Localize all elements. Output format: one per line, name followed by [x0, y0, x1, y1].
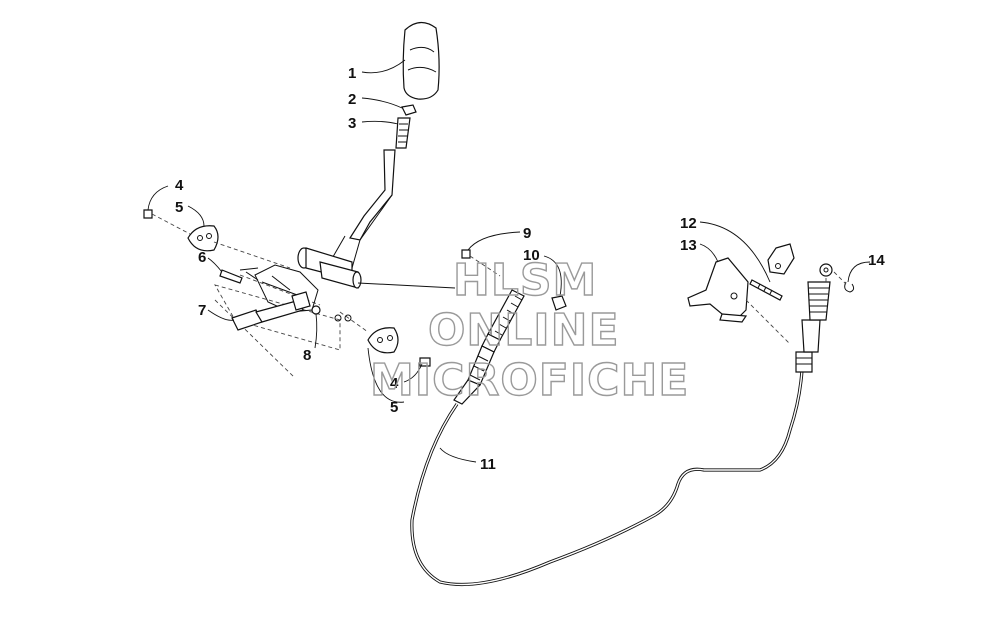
shift-cable[interactable] — [410, 263, 833, 587]
watermark: HLSM ONLINE MICROFICHE — [369, 254, 689, 406]
callout-13: 13 — [680, 237, 697, 254]
cable-screw[interactable] — [461, 249, 501, 277]
shift-lever[interactable] — [329, 117, 411, 271]
leader-lines — [147, 59, 871, 463]
callout-4-lower: 4 — [390, 375, 399, 392]
cable-bracket[interactable] — [687, 257, 791, 345]
callout-1: 1 — [348, 65, 356, 82]
callout-4-upper: 4 — [175, 177, 184, 194]
callout-8: 8 — [303, 347, 311, 364]
neutral-switch[interactable] — [231, 291, 311, 331]
retaining-clip[interactable] — [833, 271, 855, 293]
cable-end-fitting[interactable] — [767, 243, 795, 275]
callouts: 1 2 3 4 5 6 7 8 4 5 9 10 11 12 13 14 — [175, 65, 885, 473]
callout-5-lower: 5 — [390, 399, 398, 416]
callout-2: 2 — [348, 91, 356, 108]
callout-12: 12 — [680, 215, 697, 232]
washer-upper[interactable] — [187, 225, 291, 269]
callout-3: 3 — [348, 115, 356, 132]
jam-nut[interactable] — [401, 104, 417, 116]
bracket-bolt[interactable] — [749, 279, 783, 301]
screw-lower[interactable] — [419, 357, 431, 367]
callout-10: 10 — [523, 247, 540, 264]
callout-5-upper: 5 — [175, 199, 183, 216]
hardware-small — [334, 314, 352, 322]
callout-6: 6 — [198, 249, 206, 266]
shift-knob[interactable] — [402, 21, 440, 100]
lock-nut[interactable] — [311, 305, 321, 315]
watermark-line-1: HLSM — [453, 255, 597, 306]
screw-upper[interactable] — [143, 209, 191, 235]
cable-nut[interactable] — [551, 295, 567, 311]
washer-lower[interactable] — [339, 311, 399, 354]
callout-14: 14 — [868, 252, 885, 269]
callout-11: 11 — [480, 456, 496, 473]
pin[interactable] — [219, 269, 243, 284]
watermark-line-2: ONLINE — [428, 305, 620, 356]
callout-9: 9 — [523, 225, 531, 242]
watermark-line-3: MICROFICHE — [370, 355, 689, 406]
callout-7: 7 — [198, 302, 206, 319]
pivot-shaft — [297, 247, 456, 289]
